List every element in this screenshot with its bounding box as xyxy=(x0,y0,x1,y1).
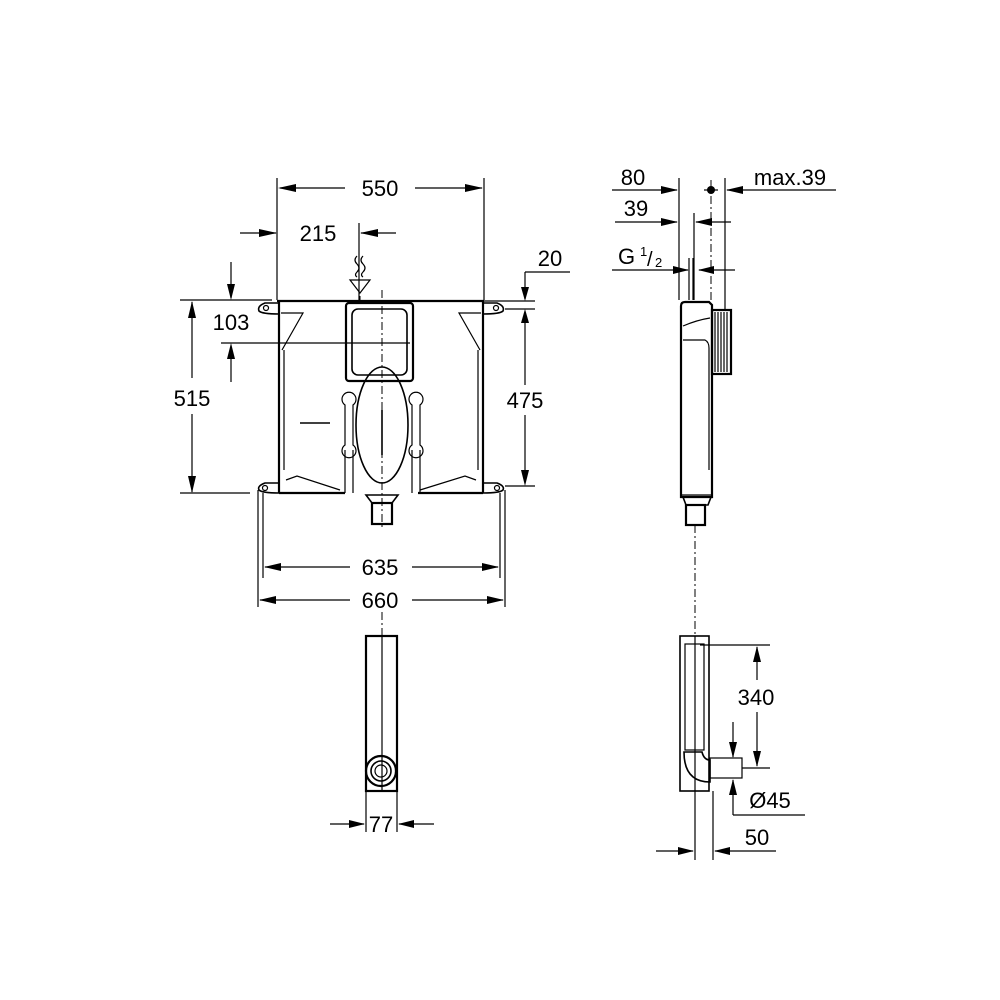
dimension-20: 20 xyxy=(484,246,570,323)
dim-39-label: 39 xyxy=(624,196,648,221)
dimension-550: 550 xyxy=(278,176,483,201)
dimension-g-half: G 1 / 2 xyxy=(612,244,735,300)
dimension-103: 103 xyxy=(213,262,410,382)
flush-pipe-front-view: 77 xyxy=(330,612,434,837)
dimension-max39: max.39 xyxy=(726,165,836,194)
flush-pipe-side-view: 340 Ø45 50 xyxy=(656,635,805,860)
dimension-635: 635 xyxy=(262,493,501,580)
dimension-215: 215 xyxy=(240,221,396,300)
thread-slash: / xyxy=(647,249,653,271)
thread-label-numerator: 1 xyxy=(640,244,647,259)
dim-635-label: 635 xyxy=(362,555,399,580)
dim-515-label: 515 xyxy=(174,386,211,411)
thread-label-denominator: 2 xyxy=(655,255,662,270)
dim-80-label: 80 xyxy=(621,165,645,190)
dimension-80: 80 xyxy=(612,165,678,194)
dim-340-label: 340 xyxy=(738,685,775,710)
dim-d45-label: Ø45 xyxy=(749,788,791,813)
dim-77-label: 77 xyxy=(369,812,393,837)
dimension-50: 50 xyxy=(656,825,776,855)
dim-20-label: 20 xyxy=(538,246,562,271)
dimension-515: 515 xyxy=(174,299,272,494)
dimension-d45: Ø45 xyxy=(729,722,805,816)
dimension-660: 660 xyxy=(257,490,506,613)
side-view: 80 max.39 39 G 1 / 2 xyxy=(612,165,836,640)
dimension-475: 475 xyxy=(505,323,544,487)
dimension-340: 340 xyxy=(700,644,775,769)
dimension-39: 39 xyxy=(615,196,731,226)
dimension-77: 77 xyxy=(330,812,434,837)
dim-215-label: 215 xyxy=(300,221,337,246)
dim-103-label: 103 xyxy=(213,310,250,335)
dim-550-label: 550 xyxy=(362,176,399,201)
front-view: 550 215 20 xyxy=(174,176,570,613)
dim-475-label: 475 xyxy=(507,388,544,413)
dim-max39-label: max.39 xyxy=(754,165,826,190)
water-level-icon xyxy=(348,255,372,294)
thread-label-g: G xyxy=(618,244,635,269)
cistern-frame xyxy=(257,299,505,526)
dim-50-label: 50 xyxy=(745,825,769,850)
dim-660-label: 660 xyxy=(362,588,399,613)
cistern-side-body xyxy=(679,300,733,527)
